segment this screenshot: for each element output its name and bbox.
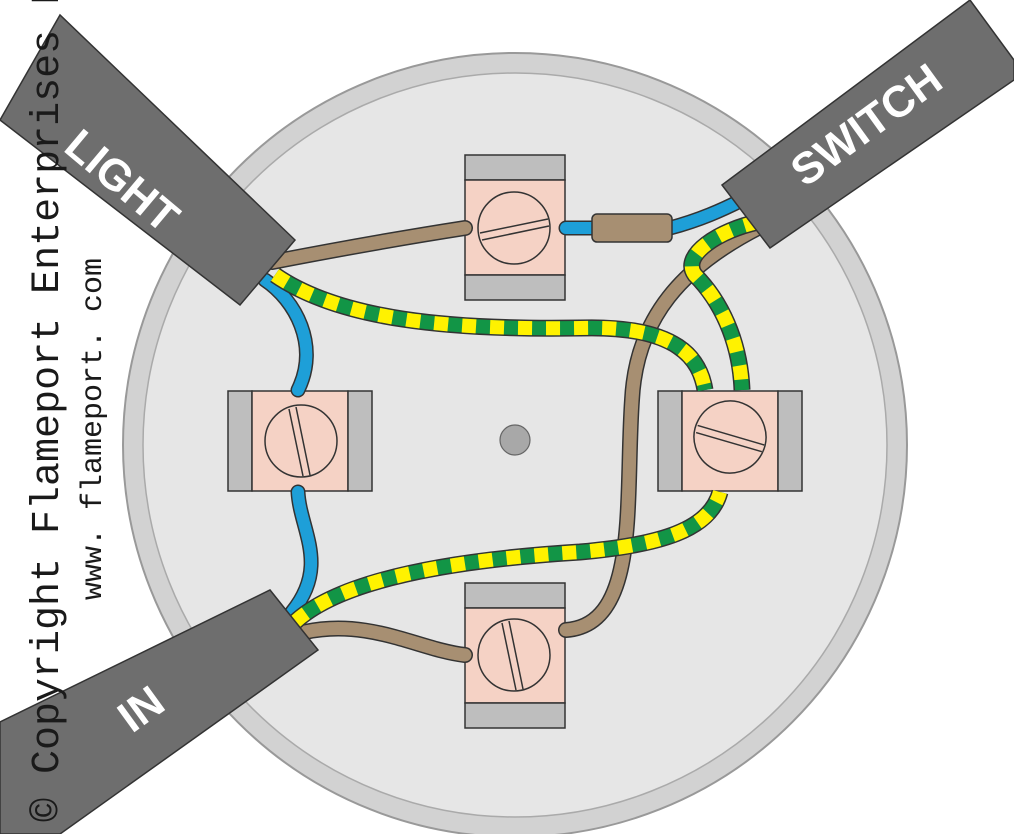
brown-sleeve — [591, 213, 673, 243]
cable-switch: SWITCH — [720, 0, 1014, 250]
terminal-right — [657, 387, 803, 492]
terminal-bottom — [464, 582, 566, 729]
copyright-text: © Copyright Flameport Enterprises Ltd — [26, 0, 71, 822]
earth-wires — [270, 213, 760, 629]
terminal-left — [227, 390, 373, 492]
terminal-top — [464, 154, 566, 301]
blue-wires — [257, 192, 750, 620]
cable-in: IN — [0, 589, 320, 834]
center-fixing-hole — [499, 424, 531, 456]
website-text: www. flameport. com — [77, 258, 111, 600]
